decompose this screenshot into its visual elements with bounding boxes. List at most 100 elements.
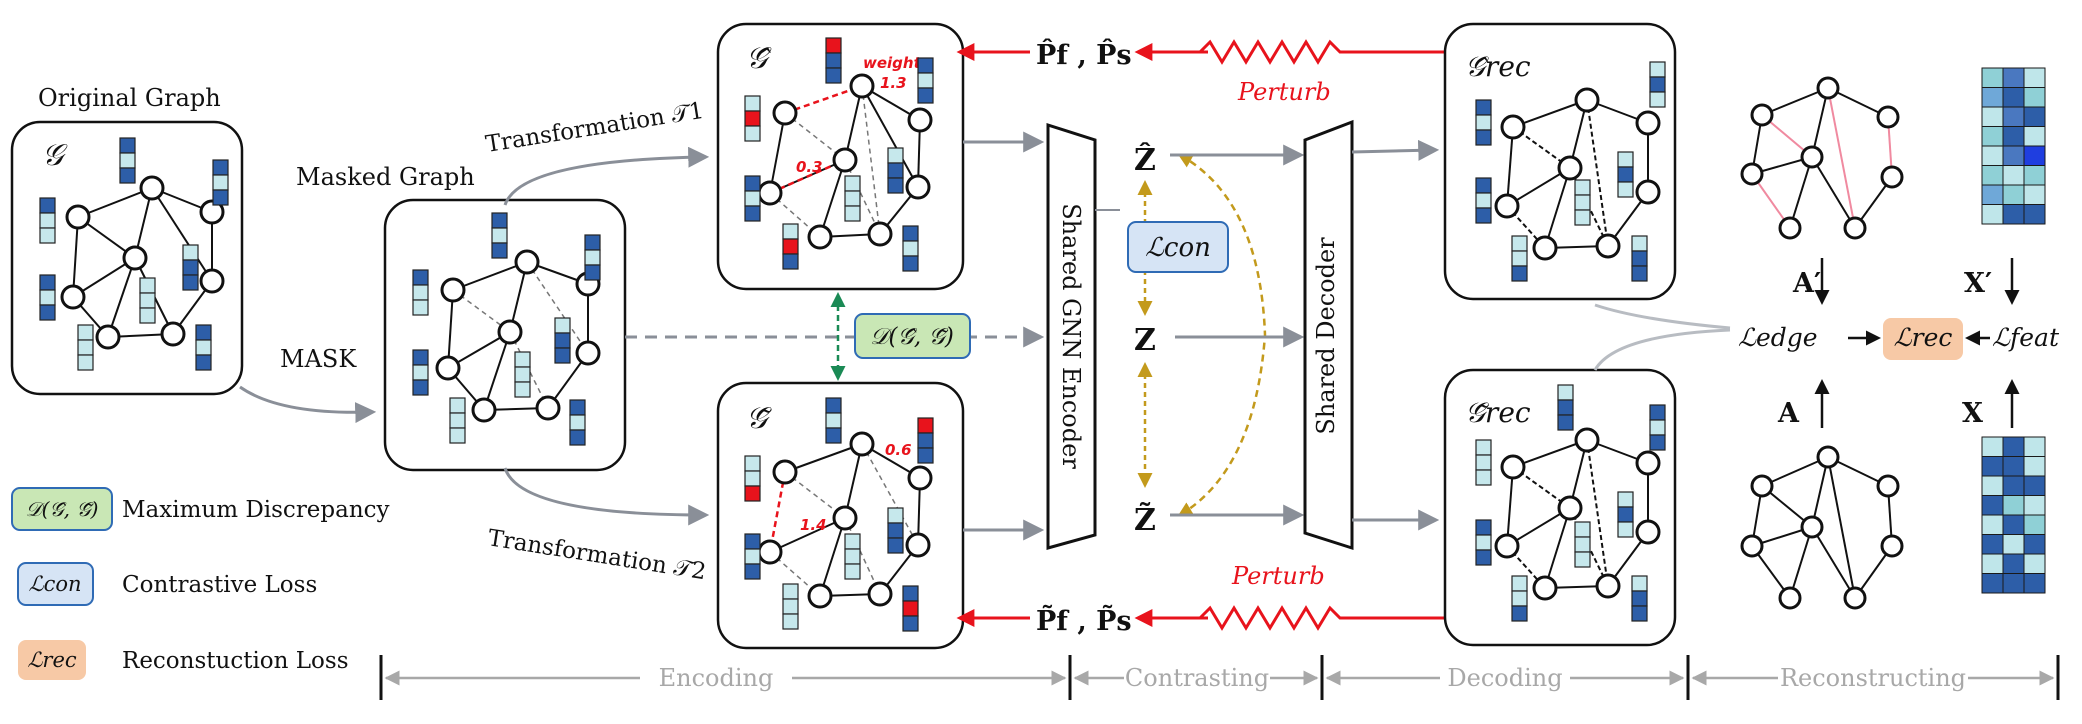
feature-cell — [412, 299, 429, 316]
feature-cell — [212, 189, 229, 206]
weight-value: 1.3 — [880, 74, 907, 92]
feature-cell — [1631, 265, 1648, 282]
feature-cell — [1557, 399, 1574, 416]
feature-vector — [1631, 575, 1648, 622]
weighted-edge — [768, 471, 787, 553]
stage-decoding: Decoding — [1447, 664, 1562, 692]
feature-cell — [212, 159, 229, 176]
feature-vector — [491, 212, 508, 259]
feature-cell — [917, 447, 934, 464]
legend-discrepancy-swatch — [11, 487, 113, 531]
p-tilde-symbol: P̃f , P̃s — [1036, 604, 1132, 637]
reconstructed-graph-hat-symbol: 𝒢̂rec — [1465, 50, 1531, 83]
feature-cell — [77, 324, 94, 341]
weight-value: 0.6 — [885, 441, 912, 459]
feature-cell — [39, 304, 56, 321]
feature-cell — [844, 190, 861, 207]
matrix-cell — [2023, 145, 2046, 166]
feature-cell — [182, 274, 199, 291]
matrix-cell — [2002, 553, 2025, 574]
shared-gnn-encoder: Shared GNN Encoder — [1046, 122, 1097, 550]
feature-vector — [744, 175, 761, 222]
feature-cell — [1631, 605, 1648, 622]
feature-cell — [744, 455, 761, 472]
feature-cell — [1557, 414, 1574, 431]
feature-vector — [902, 585, 919, 632]
feature-cell — [139, 292, 156, 309]
feature-cell — [1617, 491, 1634, 508]
feature-cell — [1511, 265, 1528, 282]
matrix-cell — [2023, 534, 2046, 555]
feature-vector — [917, 57, 934, 104]
feature-cell — [902, 225, 919, 242]
feature-cell — [1574, 536, 1591, 553]
matrix-cell — [2002, 165, 2025, 186]
matrix-cell — [1981, 145, 2004, 166]
feature-cell — [782, 613, 799, 630]
legend-discrepancy-symbol: 𝒟(𝒢̂, 𝒢̃) — [26, 497, 99, 521]
transformation-1-label: Transformation 𝒯1 — [484, 98, 706, 158]
feature-cell — [1649, 76, 1666, 93]
feature-vector — [1475, 99, 1492, 146]
feature-vector — [844, 533, 861, 580]
feature-cell — [1475, 192, 1492, 209]
matrix-cell — [1981, 87, 2004, 108]
a-symbol: A — [1777, 398, 1800, 429]
feature-cell — [514, 381, 531, 398]
stage-encoding: Encoding — [659, 664, 774, 692]
legend-contrastive-swatch — [17, 562, 94, 606]
feature-cell — [1617, 166, 1634, 183]
feature-cell — [917, 432, 934, 449]
feature-cell — [1475, 454, 1492, 471]
matrix-cell — [1981, 436, 2004, 457]
feature-vector — [195, 324, 212, 371]
perturb-top-label: Perturb — [1237, 78, 1331, 106]
weight-label: weight — [863, 54, 922, 72]
original-adjacency-graph — [1740, 445, 1904, 610]
feature-cell — [744, 205, 761, 222]
matrix-cell — [1981, 106, 2004, 127]
feature-cell — [1511, 235, 1528, 252]
feature-cell — [1475, 534, 1492, 551]
reconstructed-graph-tilde-symbol: 𝒢̃rec — [1465, 396, 1531, 429]
feature-vector — [1574, 521, 1591, 568]
original-graph-label: Original Graph — [38, 84, 221, 112]
feature-cell — [39, 274, 56, 291]
matrix-cell — [2023, 436, 2046, 457]
rec-hat-to-loss-curve — [1594, 303, 1731, 330]
augmented-graph-hat-panel: 𝒢̂ weight 1.3 0.3 — [716, 22, 965, 291]
matrix-cell — [2002, 106, 2025, 127]
feature-cell — [39, 227, 56, 244]
feature-cell — [1557, 384, 1574, 401]
discrepancy-symbol: 𝒟(𝒢̂, 𝒢̃) — [870, 324, 954, 350]
matrix-cell — [2002, 514, 2025, 535]
feature-cell — [844, 548, 861, 565]
feature-cell — [412, 284, 429, 301]
feat-loss-symbol: ℒfeat — [1992, 323, 2060, 352]
feature-vector — [1475, 439, 1492, 486]
feature-cell — [412, 349, 429, 366]
contrast-curve-arrow — [1177, 153, 1267, 517]
feature-cell — [1475, 549, 1492, 566]
contrastive-loss-symbol: ℒcon — [1145, 233, 1211, 263]
weighted-edge — [784, 84, 863, 115]
feature-cell — [491, 227, 508, 244]
feature-vector — [902, 225, 919, 272]
feature-cell — [1511, 605, 1528, 622]
feature-cell — [902, 615, 919, 632]
legend-reconstruction-symbol: ℒrec — [27, 648, 77, 672]
legend-reconstruction-text: Reconstuction Loss — [122, 648, 349, 674]
matrix-cell — [1981, 475, 2004, 496]
reconstruction-loss-box — [1883, 318, 1963, 360]
feature-vector — [1557, 384, 1574, 431]
matrix-cell — [2002, 67, 2025, 88]
feature-vector — [887, 147, 904, 194]
feature-cell — [1475, 469, 1492, 486]
legend-reconstruction-swatch — [18, 640, 86, 680]
matrix-cell — [2023, 573, 2046, 594]
matrix-cell — [2023, 553, 2046, 574]
rec-tilde-to-loss-curve — [1593, 328, 1731, 371]
feature-cell — [554, 347, 571, 364]
feature-vector — [554, 317, 571, 364]
feature-cell — [1631, 575, 1648, 592]
